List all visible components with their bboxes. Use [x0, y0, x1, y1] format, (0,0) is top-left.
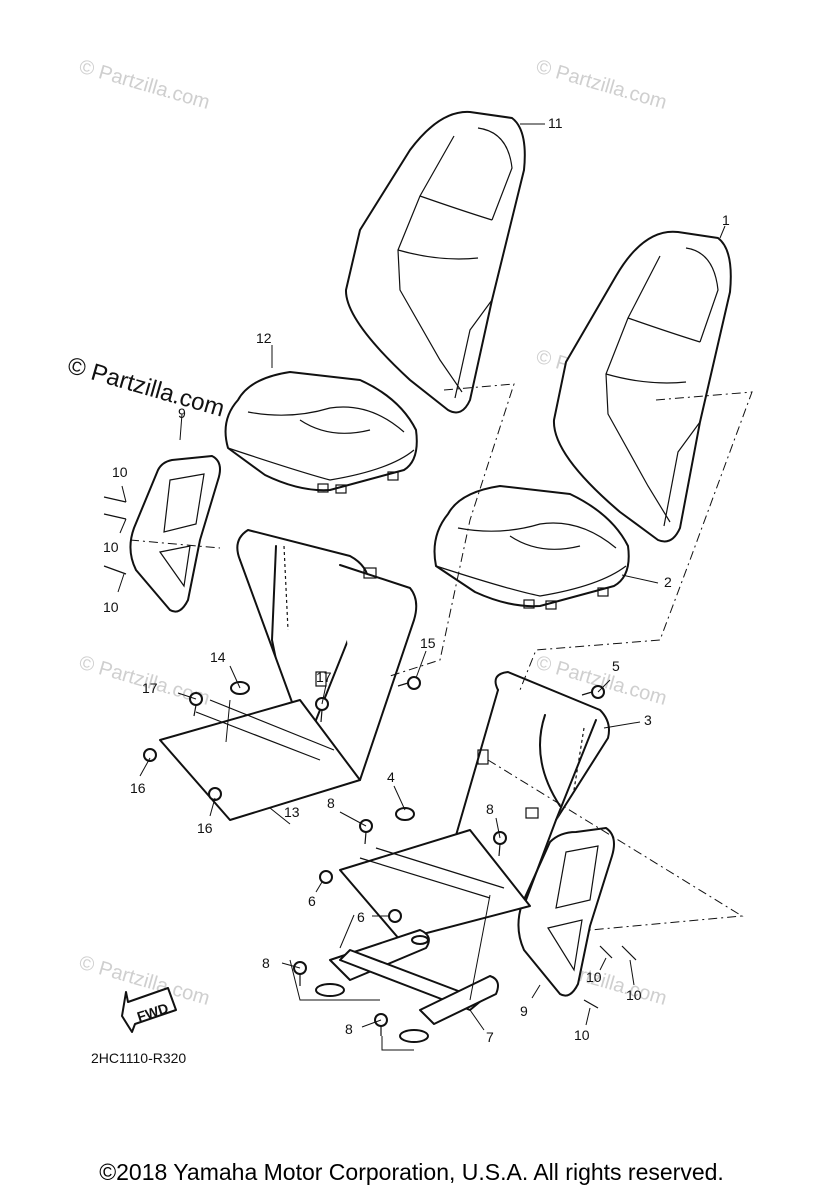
- callout-1[interactable]: 1: [722, 212, 730, 228]
- callout-8[interactable]: 8: [345, 1021, 353, 1037]
- callout-6[interactable]: 6: [357, 909, 365, 925]
- part-6-cap[interactable]: [388, 909, 402, 923]
- part-16-cap[interactable]: [208, 787, 222, 801]
- callout-2[interactable]: 2: [664, 574, 672, 590]
- callout-12[interactable]: 12: [256, 330, 272, 346]
- callout-10[interactable]: 10: [574, 1027, 590, 1043]
- callout-4[interactable]: 4: [387, 769, 395, 785]
- callout-9[interactable]: 9: [178, 405, 186, 421]
- callout-8[interactable]: 8: [486, 801, 494, 817]
- callout-15[interactable]: 15: [420, 635, 436, 651]
- part-15-screw[interactable]: [397, 676, 421, 690]
- callout-9[interactable]: 9: [520, 1003, 528, 1019]
- leader-lines: [117, 123, 753, 1051]
- part-10-pin[interactable]: [103, 565, 127, 575]
- part-10-pin[interactable]: [621, 945, 637, 961]
- callout-16[interactable]: 16: [197, 820, 213, 836]
- callout-3[interactable]: 3: [644, 712, 652, 728]
- part-8-bolt[interactable]: [374, 1013, 388, 1036]
- callout-10[interactable]: 10: [626, 987, 642, 1003]
- part-13-seat-frame-left[interactable]: [159, 529, 418, 821]
- part-7-seat-rail[interactable]: [315, 929, 499, 1043]
- part-5-screw[interactable]: [581, 685, 605, 699]
- copyright-footer: ©2018 Yamaha Motor Corporation, U.S.A. A…: [99, 1159, 724, 1185]
- part-12-seat-cushion-left[interactable]: [224, 371, 418, 494]
- watermark: © Partzilla.com: [534, 56, 670, 114]
- part-2-seat-cushion-right[interactable]: [433, 485, 630, 610]
- part-1-seat-back-right[interactable]: [552, 230, 732, 543]
- callout-10[interactable]: 10: [586, 969, 602, 985]
- callout-17[interactable]: 17: [142, 680, 158, 696]
- part-6-cap[interactable]: [319, 870, 333, 884]
- callout-7[interactable]: 7: [486, 1029, 494, 1045]
- diagram-code: 2HC1110-R320: [91, 1050, 186, 1066]
- part-10-pin[interactable]: [583, 999, 599, 1009]
- callout-11[interactable]: 11: [548, 115, 563, 131]
- part-11-seat-back-left[interactable]: [344, 110, 526, 414]
- callout-6[interactable]: 6: [308, 893, 316, 909]
- part-4-grommet[interactable]: [395, 807, 415, 821]
- callout-8[interactable]: 8: [327, 795, 335, 811]
- callout-10[interactable]: 10: [112, 464, 128, 480]
- callout-14[interactable]: 14: [210, 649, 226, 665]
- fwd-arrow: FWD: [121, 987, 177, 1033]
- callout-10[interactable]: 10: [103, 539, 119, 555]
- part-9-side-panel-left[interactable]: [129, 455, 221, 613]
- part-10-pin[interactable]: [103, 496, 127, 503]
- callout-13[interactable]: 13: [284, 804, 300, 820]
- callout-5[interactable]: 5: [612, 658, 620, 674]
- callout-8[interactable]: 8: [262, 955, 270, 971]
- callout-17[interactable]: 17: [316, 669, 332, 685]
- part-9-side-panel-right[interactable]: [517, 827, 615, 997]
- part-10-pin[interactable]: [599, 945, 613, 959]
- callouts: 11 1 12 9 10 10 10 2 15 14 5 17 17 3 16 …: [103, 115, 730, 1045]
- part-10-pin[interactable]: [103, 513, 127, 520]
- part-16-cap[interactable]: [143, 748, 157, 762]
- callout-10[interactable]: 10: [103, 599, 119, 615]
- watermark: © Partzilla.com: [77, 56, 213, 114]
- callout-16[interactable]: 16: [130, 780, 146, 796]
- part-3-seat-frame-right[interactable]: [339, 671, 610, 941]
